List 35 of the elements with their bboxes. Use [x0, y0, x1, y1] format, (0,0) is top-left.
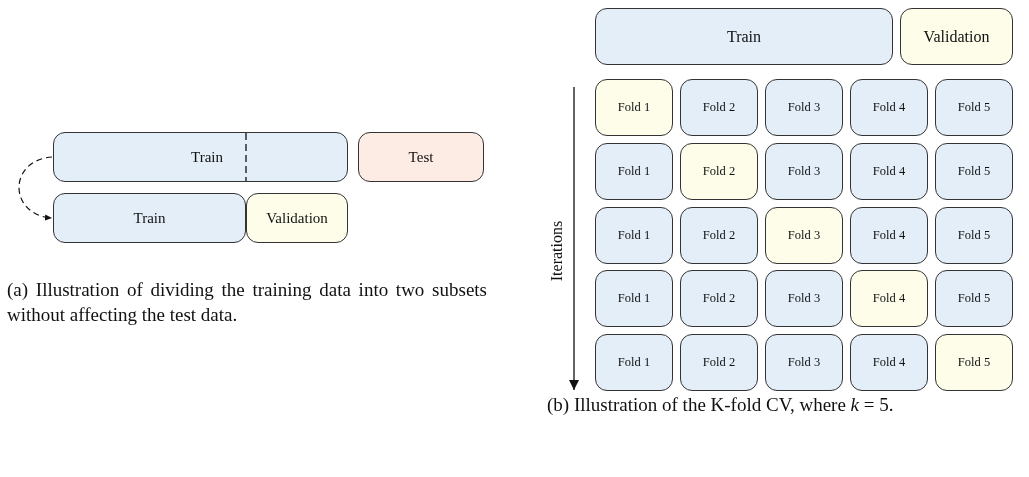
- validation-bar: Validation: [246, 193, 348, 243]
- fold-box: Fold 5: [935, 79, 1013, 136]
- fold-box: Fold 1: [595, 334, 673, 391]
- train-bar: Train: [595, 8, 893, 65]
- fold-box: Fold 3: [765, 270, 843, 327]
- fold-box: Fold 2: [680, 143, 758, 200]
- curved-arrow: [18, 156, 53, 220]
- axis-label: Iterations: [547, 219, 566, 284]
- fold-box: Fold 3: [765, 143, 843, 200]
- fold-box: Fold 2: [680, 207, 758, 264]
- train-bar: Train: [53, 132, 348, 182]
- fold-box: Fold 3: [765, 334, 843, 391]
- fold-box: Fold 2: [680, 79, 758, 136]
- fold-box: Fold 1: [595, 270, 673, 327]
- fold-box: Fold 2: [680, 270, 758, 327]
- fold-box: Fold 3: [765, 79, 843, 136]
- train-bar: Train: [53, 193, 246, 243]
- fold-box: Fold 4: [850, 334, 928, 391]
- fold-box: Fold 2: [680, 334, 758, 391]
- fold-box: Fold 4: [850, 207, 928, 264]
- fold-box: Fold 1: [595, 143, 673, 200]
- fold-box: Fold 5: [935, 334, 1013, 391]
- fold-box: Fold 1: [595, 207, 673, 264]
- figure-caption: (a) Illustration of dividing the training data into two subsets without affecting the test data.: [7, 278, 487, 327]
- fold-box: Fold 5: [935, 143, 1013, 200]
- validation-bar: Validation: [900, 8, 1013, 65]
- figure-caption: (b) Illustration of the K-fold CV, where k = 5.: [547, 393, 895, 417]
- fold-box: Fold 3: [765, 207, 843, 264]
- fold-box: Fold 4: [850, 79, 928, 136]
- test-bar: Test: [358, 132, 484, 182]
- fold-box: Fold 4: [850, 143, 928, 200]
- fold-box: Fold 5: [935, 270, 1013, 327]
- fold-box: Fold 4: [850, 270, 928, 327]
- fold-box: Fold 1: [595, 79, 673, 136]
- fold-box: Fold 5: [935, 207, 1013, 264]
